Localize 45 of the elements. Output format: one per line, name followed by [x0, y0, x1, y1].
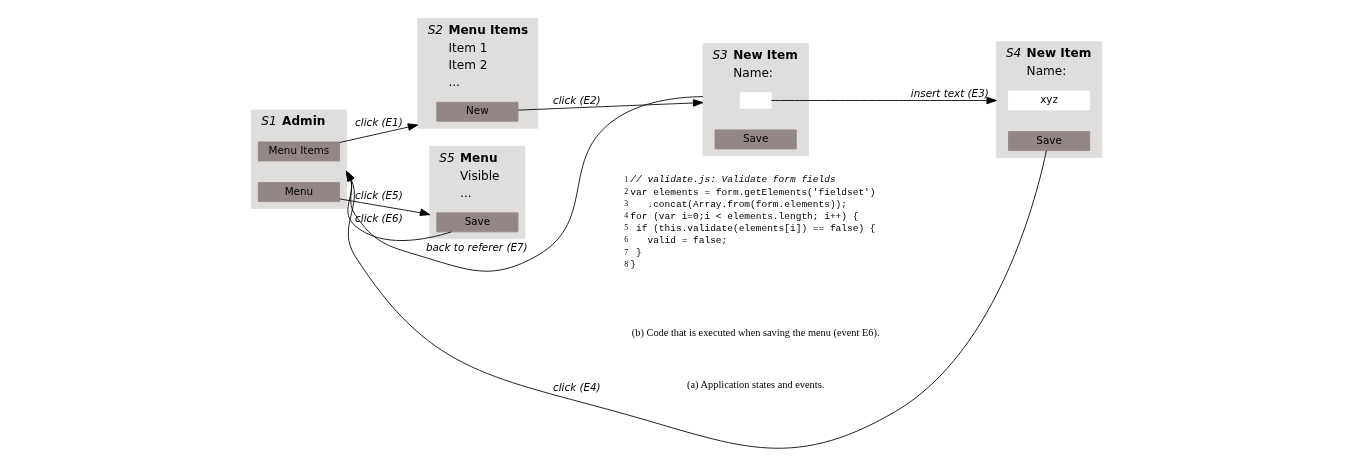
edge-label: back to referer (E7) [425, 241, 528, 254]
node-box: Save [1007, 131, 1090, 152]
label: 7 [623, 247, 628, 257]
arrow [338, 198, 430, 216]
label: 5 [623, 223, 628, 233]
node-box [739, 92, 772, 109]
edge-label: click (E5) [354, 188, 403, 201]
arrow [345, 96, 703, 272]
label: if (this.validate(elements[i]) == false) { [635, 222, 875, 234]
node-label: S5 [438, 150, 455, 165]
node-label: S1 [260, 114, 277, 129]
label: var elements = form.getElements('fieldset') [629, 186, 875, 198]
label: for (var i=0;i < elements.length; i++) { [629, 210, 858, 222]
label: } [635, 247, 642, 259]
edge-label: click (E1) [354, 116, 403, 129]
arrow [517, 99, 703, 111]
label: valid = false; [646, 234, 727, 246]
label: .concat(Array.from(form.elements)); [646, 198, 847, 210]
label: 2 [623, 187, 628, 197]
label: 4 [623, 211, 628, 221]
node-label: S2 [427, 22, 443, 37]
arrow [345, 150, 1047, 449]
node-box: xyz [1007, 90, 1090, 111]
arrow [338, 123, 418, 143]
node-box: New [435, 101, 518, 122]
arrow [345, 170, 452, 241]
label: (a) Application states and events. [686, 379, 824, 391]
edge-label: click (E6) [354, 212, 403, 225]
label: (b) Code that is executed when saving the menu (event E6). [631, 326, 880, 338]
edge-label: insert text (E3) [910, 86, 989, 99]
node-box: Menu Items [257, 141, 340, 162]
edge-label: click (E2) [552, 93, 601, 106]
label: } [629, 259, 636, 271]
label: 8 [623, 259, 628, 269]
arrow [770, 96, 997, 105]
label: 6 [623, 235, 628, 245]
edge-label: click (E4) [552, 381, 601, 394]
label: // validate.js: Validate form fields [629, 173, 836, 185]
node-box: Save [435, 212, 518, 233]
node-box: Save [714, 129, 797, 150]
node-box: Menu [257, 182, 340, 203]
node-label: S3 [711, 47, 728, 62]
label: 1 [623, 174, 628, 184]
label: 3 [623, 199, 628, 209]
node-label: S4 [1005, 46, 1021, 61]
